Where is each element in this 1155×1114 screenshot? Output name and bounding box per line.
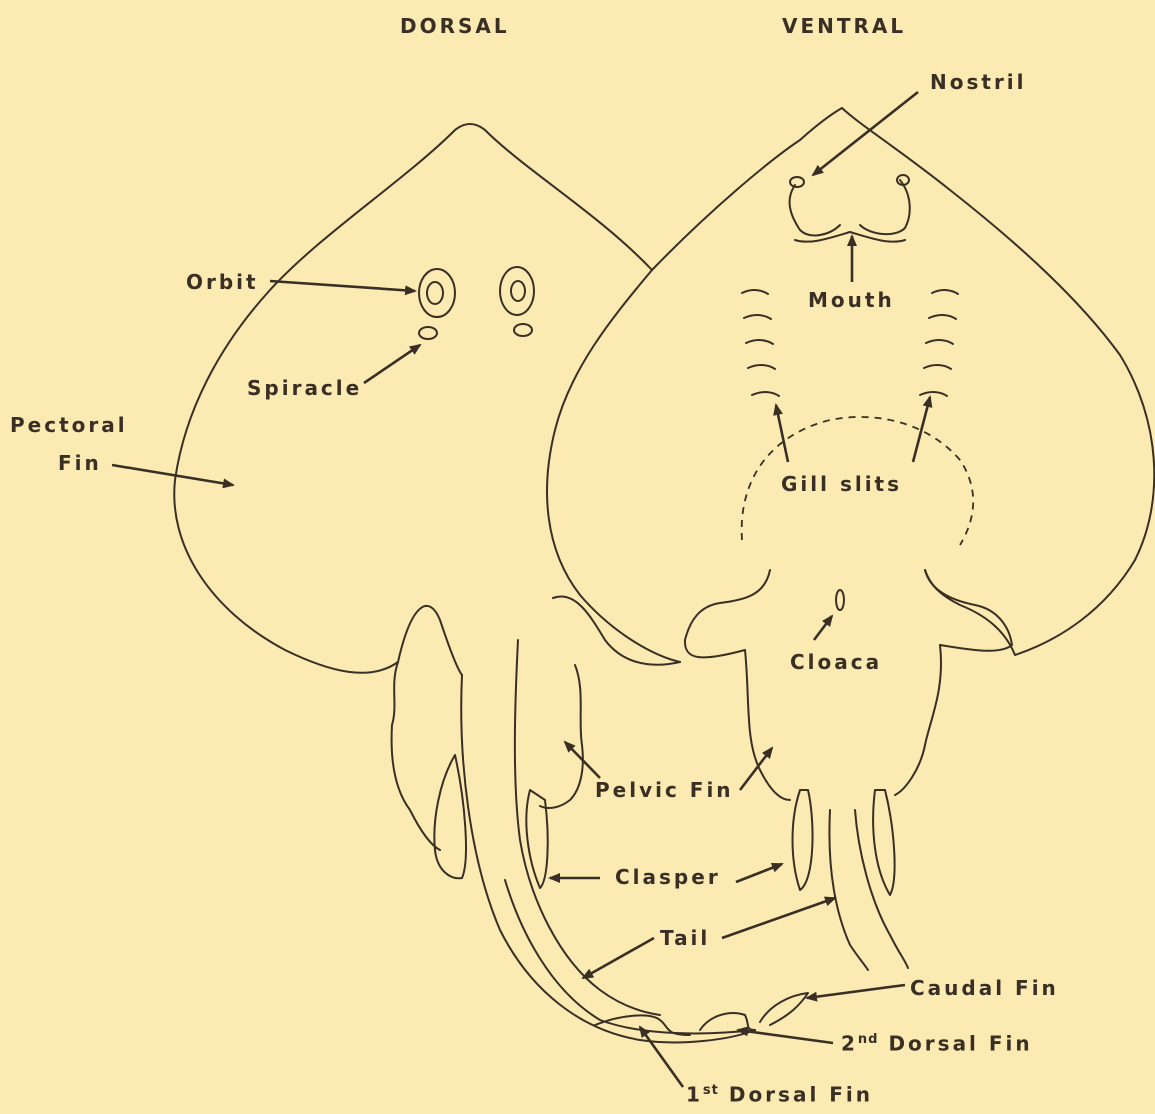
pectoral-fin-label-line2: Fin <box>58 453 102 473</box>
gill-slits-label: Gill slits <box>781 474 902 494</box>
pectoral-fin-label-line1: Pectoral <box>10 415 128 435</box>
dorsal-tail-right <box>515 640 660 1015</box>
cloaca-arrow <box>814 616 832 640</box>
dorsal-tail-left <box>461 675 755 1042</box>
ventral-tail-left <box>829 810 868 970</box>
spiracle-label: Spiracle <box>247 378 362 398</box>
ventral-clasper-right <box>873 790 894 895</box>
clasper-right-arrow <box>736 864 782 882</box>
orbit-label: Orbit <box>186 272 259 292</box>
dorsal-pelvic-fin-left <box>392 662 440 850</box>
caudal-fin-arrow <box>807 985 905 998</box>
nostril-label: Nostril <box>930 72 1027 92</box>
first-dorsal-fin-number: 1 <box>686 1083 703 1107</box>
right-orbit-shape <box>500 267 534 315</box>
gill-slit-l2 <box>744 315 771 319</box>
cloaca-shape <box>836 590 844 610</box>
first-dorsal-fin-label: 1st Dorsal Fin <box>686 1084 873 1105</box>
spiracle-arrow <box>364 345 420 383</box>
dorsal-heading: DORSAL <box>400 16 510 36</box>
pectoral-fin-arrow <box>112 465 233 485</box>
orbit-arrow <box>270 281 415 291</box>
second-dorsal-fin-suffix: nd <box>858 1032 879 1047</box>
ventral-heading: VENTRAL <box>782 16 906 36</box>
right-spiracle-shape <box>514 324 532 336</box>
gill-slit-l3 <box>746 340 773 344</box>
gill-slit-r4 <box>924 365 951 369</box>
gill-slit-r1 <box>932 290 958 294</box>
ventral-pelvic-right-lobe <box>895 645 941 795</box>
second-dorsal-fin-number: 2 <box>841 1032 858 1056</box>
pelvic-fin-label: Pelvic Fin <box>595 780 734 800</box>
gill-slit-l4 <box>748 365 775 369</box>
dorsal-pelvic-fin-right <box>540 665 583 808</box>
first-dorsal-fin-suffix: st <box>703 1083 719 1098</box>
first-dorsal-fin-text: Dorsal Fin <box>729 1083 873 1107</box>
tail-right-arrow <box>722 898 835 938</box>
cloaca-label: Cloaca <box>790 652 882 672</box>
gill-slit-l1 <box>742 290 768 294</box>
tail-left-arrow <box>583 938 654 978</box>
second-dorsal-fin-text: Dorsal Fin <box>888 1032 1032 1056</box>
ventral-body-outline <box>652 108 1154 655</box>
ventral-clasper-left <box>793 790 813 890</box>
first-dorsal-arrow <box>640 1027 683 1087</box>
tail-label: Tail <box>660 928 710 948</box>
gill-slit-r2 <box>929 315 956 319</box>
gill-slit-l5 <box>752 392 779 396</box>
dorsal-clasper-right <box>526 790 547 888</box>
ventral-snout-right <box>860 180 910 234</box>
dorsal-body-outline <box>174 124 652 675</box>
second-dorsal-fin-shape <box>700 1013 755 1030</box>
ventral-tail-right <box>855 810 908 968</box>
dorsal-tail-inner <box>505 880 755 1033</box>
gill-slit-r3 <box>926 340 953 344</box>
ventral-pelvic-left-lobe <box>745 650 790 800</box>
gill-slit-r5 <box>920 392 947 396</box>
ventral-fin-left-edge <box>547 270 680 662</box>
dorsal-clasper-left <box>434 755 466 878</box>
ventral-snout-left <box>790 185 840 235</box>
nostril-arrow <box>813 92 918 175</box>
left-nostril-shape <box>790 177 804 187</box>
gill-slits-right-arrow <box>913 397 930 462</box>
gill-slits-left-arrow <box>776 405 788 462</box>
mouth-label: Mouth <box>808 290 895 310</box>
left-spiracle-shape <box>419 327 437 339</box>
caudal-fin-label: Caudal Fin <box>910 978 1059 998</box>
left-orbit-shape <box>419 269 455 317</box>
ventral-pelvic-left <box>685 570 770 657</box>
caudal-fin-shape <box>760 993 808 1025</box>
second-dorsal-arrow <box>738 1030 833 1043</box>
ventral-pelvic-right <box>925 570 1012 651</box>
clasper-label: Clasper <box>615 867 721 887</box>
second-dorsal-fin-label: 2nd Dorsal Fin <box>841 1033 1033 1054</box>
